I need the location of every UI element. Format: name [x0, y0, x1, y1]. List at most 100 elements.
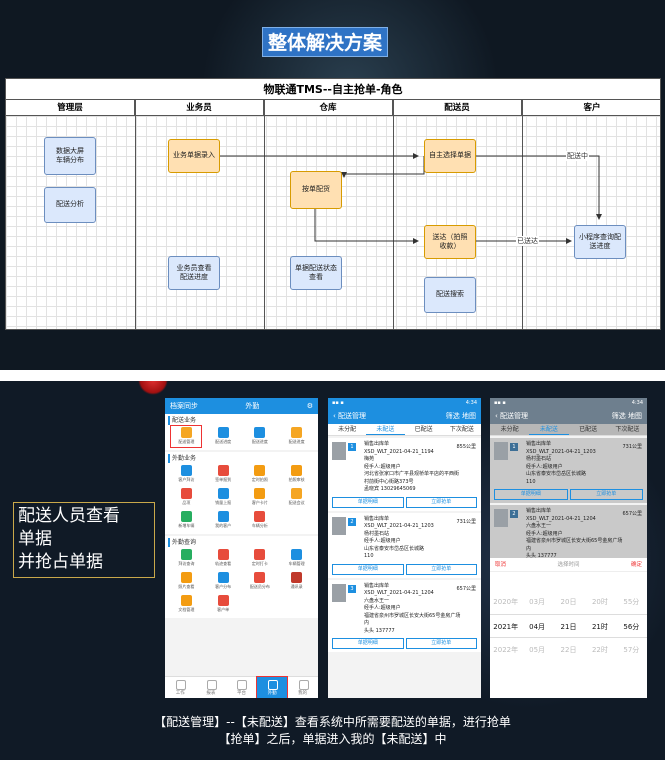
- tab-delivered[interactable]: 已配送: [414, 426, 433, 433]
- box-delivery-analysis: 配送分析: [44, 187, 96, 223]
- slide-title: 整体解决方案: [262, 27, 388, 57]
- nav-field[interactable]: 外勤: [255, 676, 289, 698]
- courier-map-icon[interactable]: 配送员分布: [242, 570, 279, 593]
- order-detail-button[interactable]: 单据明细: [332, 496, 404, 508]
- back-icon[interactable]: ‹: [333, 412, 339, 420]
- lane-customer: 客户: [583, 103, 601, 113]
- grab-order-button[interactable]: 立即抢单: [569, 489, 643, 500]
- sales-report-icon[interactable]: 销量上报: [205, 486, 242, 509]
- goods-thumbnail: [332, 442, 346, 460]
- timed-clockin-icon[interactable]: 定时打卡: [242, 547, 279, 570]
- home-title: 外勤: [245, 402, 260, 410]
- filter-map-actions[interactable]: 筛选 地图: [445, 412, 476, 420]
- tab-undelivered[interactable]: 未配送: [529, 424, 569, 435]
- sync-archive-link[interactable]: 档案同步: [170, 402, 198, 410]
- photo-review-icon[interactable]: 拍照审核: [278, 463, 315, 486]
- tab-next-delivery[interactable]: 下次配送: [449, 426, 474, 433]
- box-choose-order: 自主选择单据: [424, 139, 476, 173]
- lane-sales: 业务员: [135, 100, 264, 116]
- role-flow-diagram: 物联通TMS--自主抢单-角色 管理层 业务员 仓库 配送员 客户 数据大屏 车…: [5, 78, 661, 330]
- grab-order-button[interactable]: 立即抢单: [405, 638, 477, 649]
- tab-unassigned[interactable]: 未分配: [338, 426, 357, 433]
- delivery-appbar: ‹ 配送管理 筛选 地图: [328, 408, 481, 424]
- grab-order-button[interactable]: 立即抢单: [405, 563, 477, 575]
- photo-view-icon[interactable]: 照片查看: [168, 570, 205, 593]
- vehicle-analysis-icon[interactable]: 车辆分析: [242, 509, 279, 532]
- visit-query-icon[interactable]: 拜访查询: [168, 547, 205, 570]
- contacts-icon[interactable]: 通讯录: [278, 570, 315, 593]
- goods-thumbnail: [494, 442, 508, 460]
- phone-delivery-list: ▪▪ ▪4:34 ‹ 配送管理 筛选 地图 未分配 未配送 已配送 下次配送 1…: [328, 398, 481, 698]
- settings-icon[interactable]: ⚙: [306, 402, 313, 410]
- timed-photo-icon[interactable]: 定时拍照: [242, 463, 279, 486]
- order-detail-button[interactable]: 单据明细: [332, 638, 404, 649]
- picker-ok-button[interactable]: 确定: [630, 562, 642, 568]
- tab-next-delivery[interactable]: 下次配送: [615, 426, 640, 433]
- tab-unassigned[interactable]: 未分配: [500, 426, 519, 433]
- sign-report-icon[interactable]: 签单报到: [205, 463, 242, 486]
- lane-courier: 配送员: [393, 100, 522, 116]
- customer-card-icon[interactable]: 客户卡片: [242, 486, 279, 509]
- feature-line-1: 配送人员查看: [18, 506, 120, 526]
- lane-headers: 管理层 业务员 仓库 配送员 客户: [6, 100, 660, 116]
- feature-line-2: 单据: [18, 529, 52, 549]
- order-detail-button[interactable]: 单据明细: [332, 563, 404, 575]
- nav-platform[interactable]: 平台: [226, 677, 257, 698]
- home-appbar: 档案同步 外勤 ⚙: [165, 398, 318, 414]
- caption-line-1: 【配送管理】--【未配送】查看系统中所需要配送的单据，进行抢单: [154, 715, 511, 729]
- lane-management: 管理层: [6, 100, 135, 116]
- box-order-entry: 业务单据录入: [168, 139, 220, 173]
- delivery-meeting-icon[interactable]: 配送会议: [278, 486, 315, 509]
- delivery-management-icon[interactable]: 配送管理: [168, 425, 205, 448]
- box-data-screen: 数据大屏 车辆分布: [44, 137, 96, 175]
- distance: 731公里: [456, 518, 476, 525]
- delivery-progress-icon[interactable]: 配送进度: [278, 425, 315, 448]
- vehicle-manage-icon[interactable]: 车辆管理: [278, 547, 315, 570]
- goods-thumbnail: [494, 509, 508, 527]
- page-title: 配送管理: [500, 412, 529, 420]
- docs-icon[interactable]: 文档管理: [168, 593, 205, 616]
- filter-map-actions[interactable]: 筛选 地图: [611, 412, 642, 420]
- tab-delivered[interactable]: 已配送: [579, 426, 598, 433]
- box-pick-by-order: 按单配货: [290, 171, 342, 209]
- item-icon[interactable]: 品项: [168, 486, 205, 509]
- add-vehicle-icon[interactable]: 新增车辆: [168, 509, 205, 532]
- delivery-progress-icon[interactable]: 配送进度: [242, 425, 279, 448]
- my-customers-icon[interactable]: 我的客户: [205, 509, 242, 532]
- feature-description: 配送人员查看 单据 并抢占单据: [13, 502, 155, 578]
- decoration-orb: [138, 381, 168, 395]
- distance: 657公里: [456, 585, 476, 592]
- goods-thumbnail: [332, 583, 346, 602]
- track-view-icon[interactable]: 轨迹查看: [205, 547, 242, 570]
- tab-undelivered[interactable]: 未配送: [366, 424, 405, 435]
- phone-time-picker: ▪▪ ▪4:34 ‹ 配送管理 筛选 地图 未分配 未配送 已配送 下次配送 1…: [490, 398, 647, 698]
- back-icon[interactable]: ‹: [495, 412, 501, 420]
- order-detail-button[interactable]: 单据明细: [494, 489, 568, 500]
- customer-order-icon[interactable]: 客户单: [205, 593, 242, 616]
- picker-cancel-button[interactable]: 取消: [495, 562, 507, 568]
- customer-visit-icon[interactable]: 客户拜访: [168, 463, 205, 486]
- label-delivering: 配送中: [566, 151, 589, 161]
- delivery-progress-icon[interactable]: 配送进度: [205, 425, 242, 448]
- nav-work[interactable]: 工作: [165, 677, 196, 698]
- nav-me[interactable]: 我的: [287, 677, 318, 698]
- section-field-business: 外勤业务 客户拜访 签单报到 定时拍照 拍照审核 品项 销量上报 客户卡片 配送…: [165, 452, 318, 534]
- label-delivered: 已送达: [516, 236, 539, 246]
- section-delivery: 配送业务 配送管理 配送进度 配送进度 配送进度: [165, 414, 318, 450]
- box-sales-view-progress: 业务员查看 配送进度: [168, 256, 220, 290]
- diagram-title: 物联通TMS--自主抢单-角色: [6, 79, 660, 100]
- slide-caption: 【配送管理】--【未配送】查看系统中所需要配送的单据，进行抢单 【抢单】之后，单…: [0, 714, 665, 748]
- diagram-grid: [6, 116, 660, 329]
- highlight-box: [170, 425, 202, 448]
- nav-report[interactable]: 报表: [196, 677, 227, 698]
- customer-map-icon[interactable]: 客户分布: [205, 570, 242, 593]
- grab-order-button[interactable]: 立即抢单: [405, 496, 477, 508]
